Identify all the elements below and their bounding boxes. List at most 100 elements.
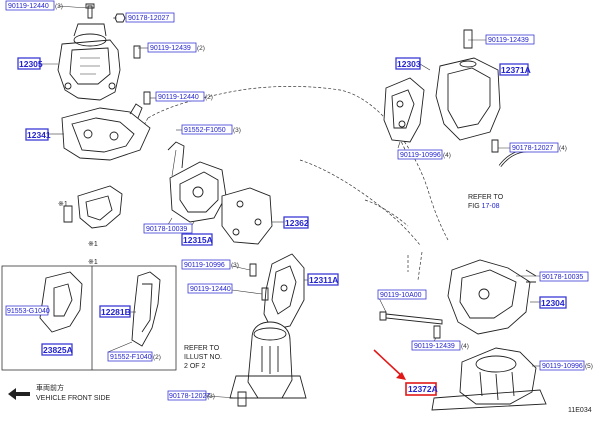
label-l26[interactable]: 91553-G1040 [5, 305, 50, 316]
label-l9[interactable]: 12315A [181, 233, 213, 246]
label-l2[interactable]: 90178-12027 [125, 12, 175, 23]
label-l7[interactable]: 91552-F1050 (3) [181, 124, 241, 135]
inset-part-12281B[interactable] [131, 271, 161, 347]
figure-id: 11E034 [568, 407, 592, 414]
svg-text:91553-G1040: 91553-G1040 [7, 308, 50, 315]
svg-text:12371A: 12371A [501, 65, 531, 75]
label-l21[interactable]: 12304 [539, 296, 567, 309]
svg-text:12305: 12305 [19, 59, 43, 69]
mount-12371A[interactable] [435, 29, 501, 153]
svg-text:(5): (5) [585, 363, 593, 370]
svg-text:90178-10035: 90178-10035 [542, 274, 583, 281]
svg-text:90119-10A00: 90119-10A00 [380, 292, 422, 299]
svg-text:(3): (3) [207, 393, 215, 400]
svg-text:90119-12439: 90119-12439 [150, 45, 191, 52]
bracket-asterisk-part[interactable] [63, 185, 123, 229]
label-l20[interactable]: 90119-10A00 [377, 289, 427, 300]
svg-text:90119-12439: 90119-12439 [414, 343, 455, 350]
svg-text:23825A: 23825A [43, 345, 73, 355]
label-l23[interactable]: 90119-10996 (5) [539, 360, 593, 371]
long-bolt-icon [379, 311, 443, 339]
red-callout-arrow [373, 349, 406, 380]
svg-text:12281B: 12281B [101, 307, 131, 317]
inset-part-23825A[interactable] [39, 271, 83, 333]
svg-text:12372A: 12372A [408, 384, 438, 394]
refer-to-fig-note[interactable]: REFER TO FIG 17-08 [468, 194, 504, 210]
svg-text:90119-12440: 90119-12440 [158, 94, 199, 101]
svg-text:(2): (2) [197, 45, 205, 52]
svg-text:(2): (2) [153, 354, 161, 361]
label-l13[interactable]: 12371A [499, 63, 531, 76]
svg-text:REFER TO: REFER TO [468, 194, 504, 201]
label-l17[interactable]: 12311A [307, 273, 339, 286]
svg-text:90178-10039: 90178-10039 [146, 226, 187, 233]
label-l8[interactable]: 90178-10039 [143, 223, 193, 234]
label-l15[interactable]: 90178-12027 (4) [509, 142, 567, 153]
label-l29[interactable]: 91552-F1040 (2) [107, 351, 161, 362]
label-l16[interactable]: 90119-10996 (3) [181, 259, 239, 270]
svg-text:FIG 17-08: FIG 17-08 [468, 203, 500, 210]
label-l14[interactable]: 90119-10996 (4) [397, 149, 451, 160]
svg-text:90178-12027: 90178-12027 [128, 15, 169, 22]
svg-text:(3): (3) [233, 127, 241, 134]
refer-fig-number[interactable]: 17-08 [482, 203, 500, 210]
label-l4[interactable]: 90119-12439 (2) [147, 42, 205, 53]
asterisk-mark-3: ※1 [88, 259, 98, 266]
svg-text:91552-F1050: 91552-F1050 [184, 127, 226, 134]
svg-text:(3): (3) [55, 3, 63, 10]
svg-text:12311A: 12311A [309, 275, 338, 285]
svg-text:REFER TO: REFER TO [184, 345, 220, 352]
svg-text:12341: 12341 [27, 130, 51, 140]
label-l28[interactable]: 23825A [41, 343, 73, 356]
svg-text:91552-F1040: 91552-F1040 [110, 354, 152, 361]
svg-text:90178-12027: 90178-12027 [512, 145, 553, 152]
label-l22[interactable]: 90119-12439 (4) [411, 340, 469, 351]
label-l18[interactable]: 90119-12440 [187, 283, 233, 294]
svg-text:(4): (4) [559, 145, 567, 152]
mount-12315A[interactable] [167, 141, 227, 223]
svg-text:(2): (2) [205, 94, 213, 101]
bracket-12341[interactable] [61, 103, 151, 161]
asterisk-mark-1: ※1 [58, 201, 68, 208]
label-l3[interactable]: 12305 [17, 57, 43, 70]
label-l6[interactable]: 12341 [25, 128, 51, 141]
label-l19[interactable]: 90178-10035 [539, 271, 589, 282]
mount-12372A[interactable] [431, 347, 547, 411]
svg-text:(3): (3) [231, 262, 239, 269]
label-l27[interactable]: 12281B [99, 305, 131, 318]
svg-text:90178-12027: 90178-12027 [169, 393, 210, 400]
vehicle-front-cn: 車両前方 [36, 383, 64, 392]
svg-text:90119-10996: 90119-10996 [184, 262, 225, 269]
vehicle-front-arrow-icon [8, 388, 30, 400]
engine-mount-12305[interactable] [57, 23, 121, 101]
label-l10[interactable]: 12362 [283, 216, 309, 229]
svg-text:12362: 12362 [285, 218, 309, 228]
svg-text:12304: 12304 [541, 298, 565, 308]
svg-text:90119-12440: 90119-12440 [190, 286, 231, 293]
svg-text:12303: 12303 [397, 59, 421, 69]
svg-text:2 OF 2: 2 OF 2 [184, 363, 206, 370]
refer-illust-note: REFER TO ILLUST NO. 2 OF 2 [184, 345, 222, 370]
refer-fig-prefix: FIG [468, 203, 482, 210]
label-l1[interactable]: 90119-12440 (3) [5, 0, 63, 11]
label-l5[interactable]: 90119-12440 (2) [155, 91, 213, 102]
svg-text:12315A: 12315A [183, 235, 213, 245]
svg-text:90119-12440: 90119-12440 [8, 3, 49, 10]
svg-text:90119-10996: 90119-10996 [542, 363, 583, 370]
vehicle-front-en: VEHICLE FRONT SIDE [36, 395, 110, 402]
svg-text:(4): (4) [443, 152, 451, 159]
insulator-mount[interactable] [229, 321, 307, 407]
label-l11[interactable]: 12303 [395, 57, 421, 70]
mount-12304[interactable] [447, 259, 537, 335]
label-l12[interactable]: 90119-12439 [485, 34, 535, 45]
label-l24[interactable]: 12372A [405, 382, 438, 396]
inset-box [1, 265, 177, 371]
bracket-12362[interactable] [221, 187, 273, 245]
mount-12303[interactable] [383, 77, 425, 143]
asterisk-mark-2: ※1 [88, 241, 98, 248]
label-l25[interactable]: 90178-12027 (3) [167, 390, 215, 401]
svg-text:90119-12439: 90119-12439 [488, 37, 529, 44]
svg-text:(4): (4) [461, 343, 469, 350]
mount-12311A[interactable] [249, 253, 305, 331]
